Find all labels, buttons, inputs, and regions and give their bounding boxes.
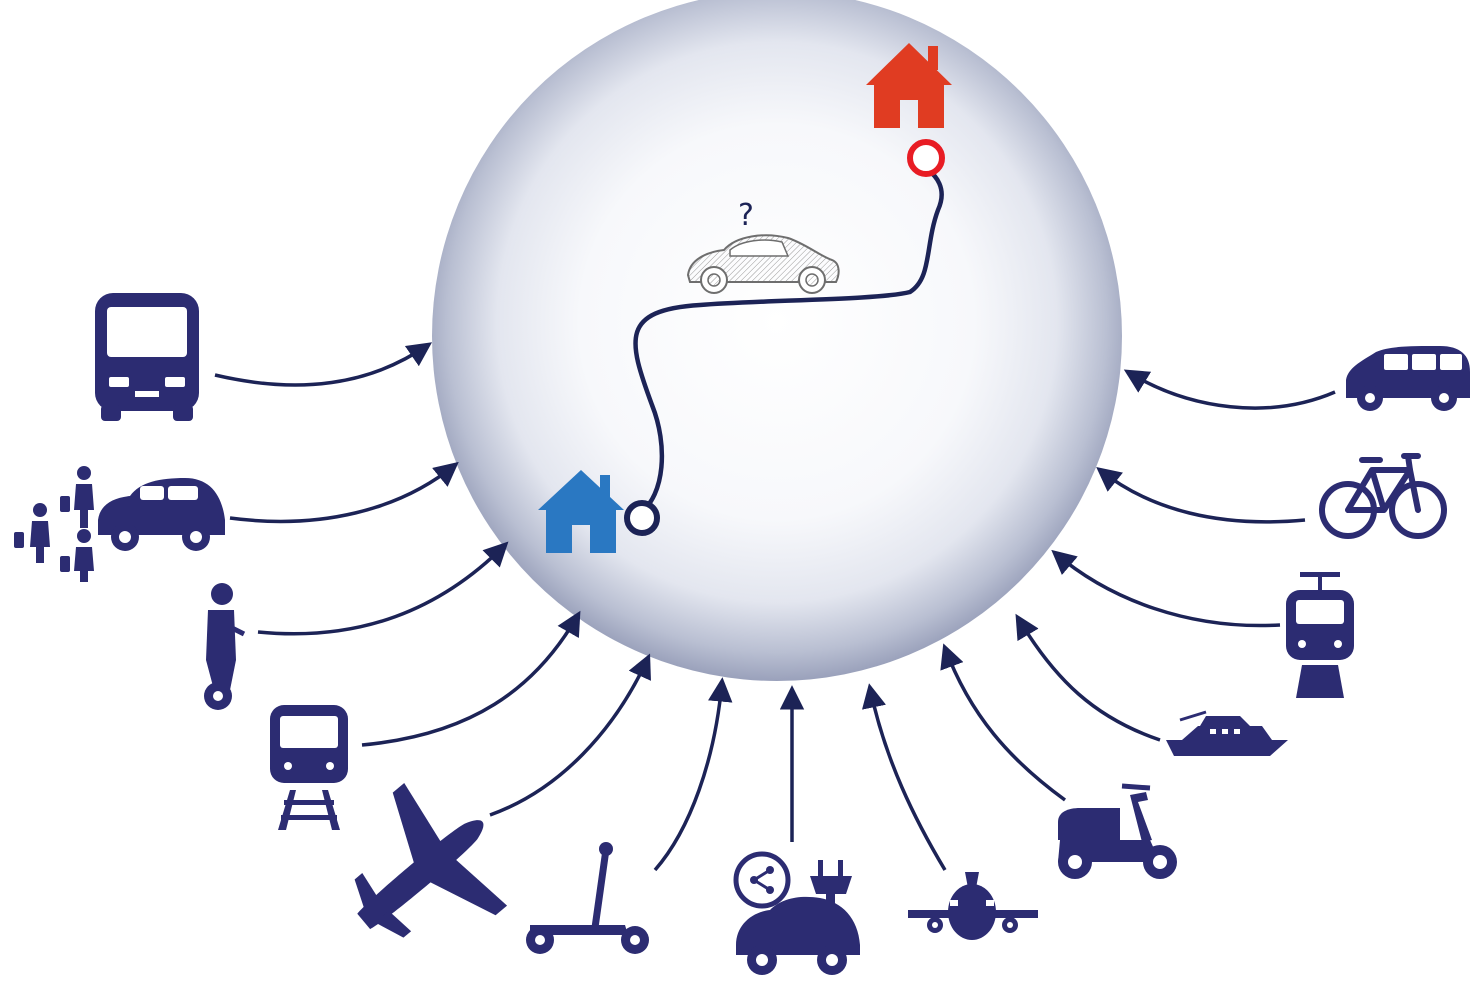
home-icon [538,470,624,553]
arrow-carpool [229,461,459,524]
moped-icon [1058,783,1177,879]
destination-marker [907,139,945,177]
travel-sphere [432,0,1122,681]
arrow-bicycle [1096,466,1306,524]
segway-icon [204,583,246,710]
arrow-segway [257,541,509,636]
arrow-moped [940,643,1067,802]
arrow-small-airplane [862,683,947,871]
arrow-tram [1051,549,1281,628]
question-mark: ? [738,198,754,233]
arrow-van [1123,369,1336,410]
carpool-icon [14,466,225,582]
destination-home-icon [866,43,952,128]
arrow-airplane [489,653,651,817]
arrow-bus [214,342,433,387]
shared-electric-car-icon [733,851,860,975]
route-line [633,167,944,516]
tram-icon [1286,572,1354,698]
van-icon [1346,346,1470,411]
bicycle-icon [1319,453,1447,539]
kick-scooter-icon [526,842,649,954]
train-icon [270,705,348,830]
origin-marker [624,500,660,536]
small-airplane-icon [908,872,1038,940]
arrow-boat [1015,613,1161,742]
arrow-kick-scooter [653,677,733,872]
bus-icon [95,293,199,421]
boat-icon [1166,710,1288,756]
car-sketch-icon [686,234,840,294]
arrow-train [361,610,581,747]
airplane-icon [354,783,508,938]
